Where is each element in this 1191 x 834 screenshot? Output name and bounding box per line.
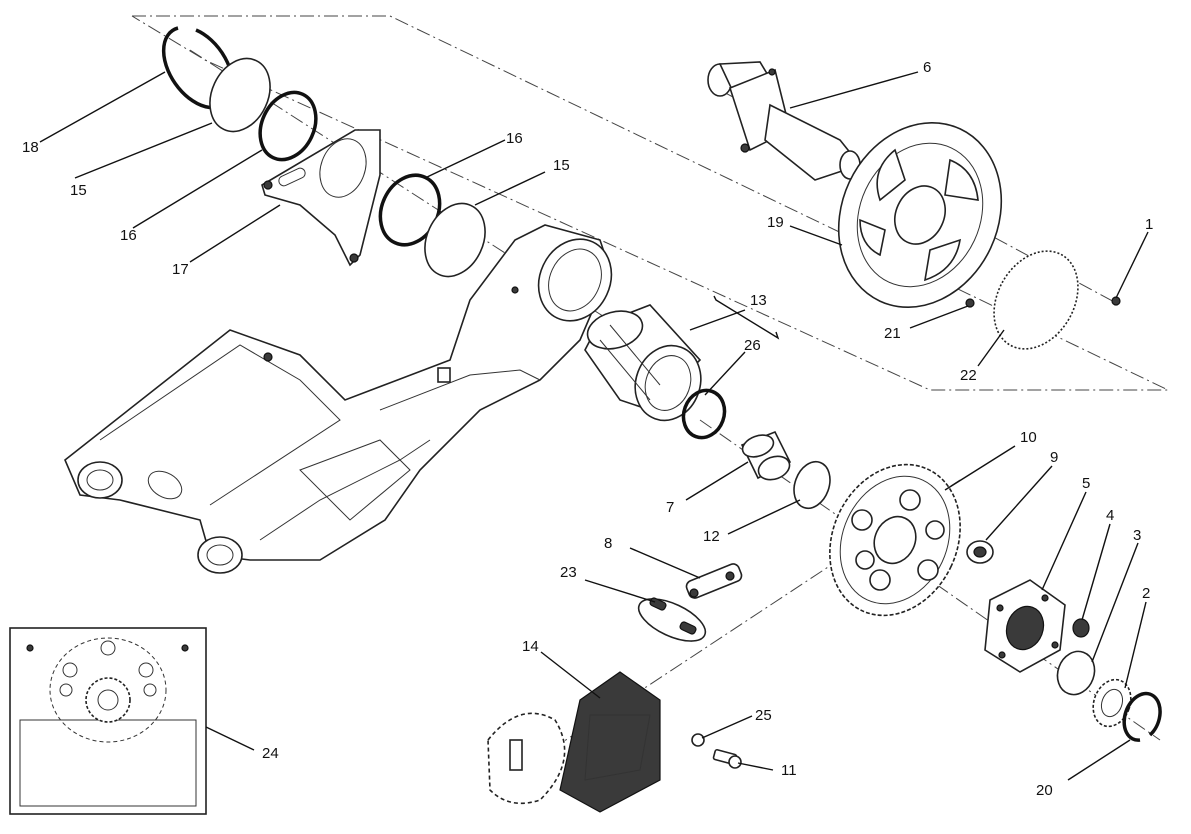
callout-labels: 1 2 3 4 5 6 7 8 9 10 11 12 13 14 15 15 1… [22,59,1153,799]
callout-8: 8 [604,535,612,552]
front-sprocket-cover-14 [487,671,661,813]
callout-5: 5 [1082,475,1090,492]
callout-21: 21 [884,325,901,342]
wheel-hub-shaft-6 [707,61,862,181]
caliper-bracket-17 [261,129,381,267]
callout-26: 26 [744,337,761,354]
callout-7: 7 [666,499,674,516]
bearing-9 [966,540,994,564]
callout-4: 4 [1106,507,1114,524]
callout-22: 22 [960,367,977,384]
callout-24: 24 [262,745,279,762]
nut-4 [1072,618,1090,638]
callout-6: 6 [923,59,931,76]
brake-disc-19 [837,122,1003,308]
callout-11: 11 [781,762,797,779]
master-link-23 [637,597,707,642]
callout-20: 20 [1036,782,1053,799]
callout-16-right: 16 [506,130,523,147]
ring-15-left [209,57,271,133]
callout-2: 2 [1142,585,1150,602]
callout-15-right: 15 [553,157,570,174]
ring-nut-2 [1092,678,1132,728]
circlip-20 [1122,691,1162,742]
inset-detail-24 [9,627,207,815]
chain-link-8 [685,563,743,599]
spacer-7 [740,430,792,481]
leader-lines [39,71,1149,781]
callout-25: 25 [755,707,772,724]
seal-26 [681,388,727,440]
callout-14: 14 [522,638,539,655]
callout-18: 18 [22,139,39,156]
callout-19: 19 [767,214,784,231]
ring-15-right [424,202,486,278]
bolt-11 [712,748,742,769]
ring-3 [1056,650,1096,696]
screw-21 [965,298,975,308]
callout-3: 3 [1133,527,1141,544]
eccentric-hub-13 [584,304,702,422]
callout-23: 23 [560,564,577,581]
callout-15-left: 15 [70,182,87,199]
tone-wheel-22 [993,250,1079,350]
callout-9: 9 [1050,449,1058,466]
swingarm [64,224,613,574]
callout-10: 10 [1020,429,1037,446]
callout-13: 13 [750,292,767,309]
ring-12 [793,460,831,510]
callout-17: 17 [172,261,189,278]
callout-1: 1 [1145,216,1153,233]
rear-sprocket-10 [829,463,961,617]
callout-16-left: 16 [120,227,137,244]
screw-1 [1111,296,1121,306]
callout-12: 12 [703,528,720,545]
sprocket-carrier-5 [984,579,1066,673]
o-ring-16-left [258,90,318,162]
washer-25 [691,733,705,747]
